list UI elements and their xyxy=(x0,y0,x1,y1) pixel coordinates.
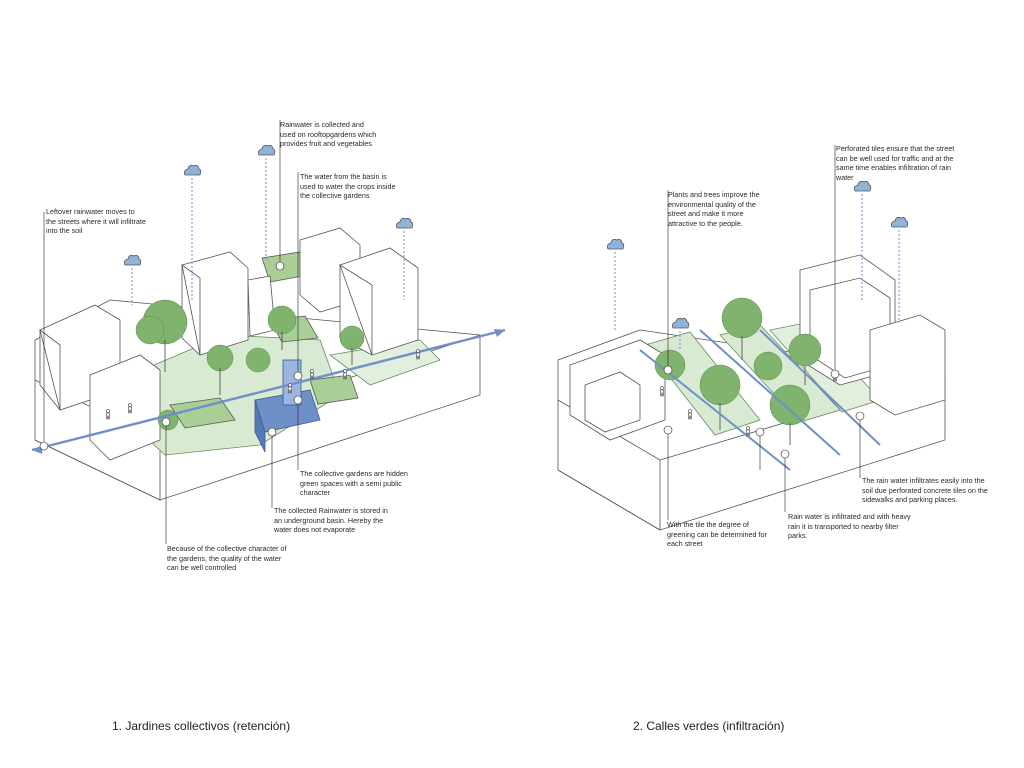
annotation-hidden-gardens: The collective gardens are hidden green … xyxy=(300,469,408,498)
annotation-rooftop: Rainwater is collected and used on rooft… xyxy=(280,120,377,149)
cloud-icon xyxy=(123,144,414,266)
diagram-1 xyxy=(31,120,506,544)
annotation-plants: Plants and trees improve the environment… xyxy=(668,190,760,228)
annotation-basin-crops: The water from the basin is used to wate… xyxy=(300,172,396,201)
diagram-2 xyxy=(557,145,946,531)
annotation-perforated: Perforated tiles ensure that the street … xyxy=(836,144,955,182)
caption-diagram-2: 2. Calles verdes (infiltración) xyxy=(633,719,785,733)
building-1b xyxy=(89,354,161,461)
building-2c xyxy=(869,314,946,416)
tree-icon xyxy=(135,299,365,431)
tree-icon xyxy=(654,297,822,426)
annotation-tile-degree: With the tile the degree of greening can… xyxy=(667,520,767,549)
annotation-underground: The collected Rainwater is stored in an … xyxy=(274,506,388,535)
caption-diagram-1: 1. Jardines collectivos (retención) xyxy=(112,719,291,733)
annotation-filter-parks: Rain water is infiltrated and with heavy… xyxy=(788,512,911,541)
annotation-leftover: Leftover rainwater moves to the streets … xyxy=(46,207,146,236)
annotation-infiltrates: The rain water infiltrates easily into t… xyxy=(862,476,988,505)
water-arrow-icon xyxy=(31,328,506,452)
annotation-quality: Because of the collective character of t… xyxy=(167,544,287,573)
